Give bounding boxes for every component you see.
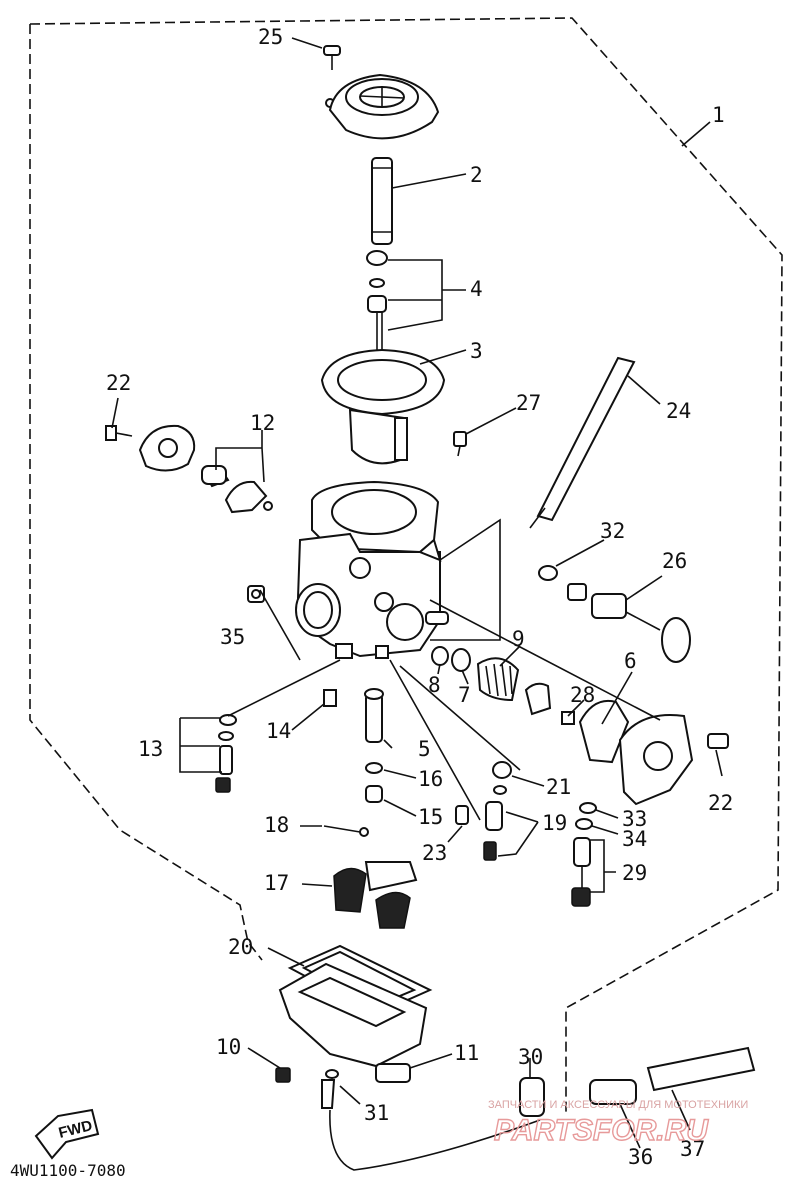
- carburetor-body: [295, 480, 449, 659]
- part-28-screw: [524, 682, 575, 725]
- label-part-36: 36: [628, 1145, 653, 1169]
- part-2-spring: [371, 157, 393, 245]
- float-bowl: [278, 962, 428, 1068]
- part-number-labels: 1 2 3 4 5 6 7 8 9 10 11 12 13 14 15 16 1…: [106, 25, 733, 1169]
- label-part-11: 11: [454, 1041, 479, 1065]
- part-15-nut: [365, 785, 383, 803]
- part-30-hose-fitting: [519, 1077, 545, 1117]
- part-22-screw-left: [105, 425, 133, 441]
- label-part-4: 4: [470, 277, 483, 301]
- part-22-screw-right: [707, 733, 729, 749]
- part-8-washer: [431, 646, 449, 666]
- label-part-5: 5: [418, 737, 431, 761]
- part-6-gasket: [578, 700, 630, 764]
- label-part-34: 34: [622, 827, 647, 851]
- label-part-30: 30: [518, 1045, 543, 1069]
- fwd-arrow: FWD: [34, 1108, 100, 1160]
- part-26-screw: [567, 583, 691, 663]
- part-13-group: [215, 714, 237, 793]
- label-part-37: 37: [680, 1137, 705, 1161]
- label-part-20: 20: [228, 935, 253, 959]
- part-37-hose: [646, 1046, 756, 1092]
- label-part-21: 21: [546, 775, 571, 799]
- label-part-29: 29: [622, 861, 647, 885]
- drawing-code: 4WU1100-7080: [10, 1161, 126, 1180]
- label-part-27: 27: [516, 391, 541, 415]
- part-9-spring: [476, 657, 520, 702]
- label-part-12: 12: [250, 411, 275, 435]
- label-part-28: 28: [570, 683, 595, 707]
- label-part-23: 23: [422, 841, 447, 865]
- part-34-washer: [575, 818, 593, 830]
- watermark-tagline: ЗАПЧАСТИ И АКСЕССУАРЫ ДЛЯ МОТОТЕХНИКИ: [488, 1099, 748, 1111]
- label-part-24: 24: [666, 399, 691, 423]
- label-part-7: 7: [458, 683, 471, 707]
- top-cover: [328, 73, 440, 140]
- drain-hose: [329, 1109, 541, 1171]
- part-31-clip: [321, 1069, 339, 1109]
- label-part-17: 17: [264, 871, 289, 895]
- label-part-33: 33: [622, 807, 647, 831]
- part-10-screw: [275, 1067, 291, 1083]
- part-17-float: [333, 861, 418, 929]
- label-part-13: 13: [138, 737, 163, 761]
- part-5-jet: [364, 688, 384, 743]
- part-29-screw: [571, 837, 591, 907]
- label-part-10: 10: [216, 1035, 241, 1059]
- side-cover: [618, 714, 694, 806]
- part-16-washer: [365, 762, 383, 774]
- part-27-fitting: [453, 431, 467, 457]
- part-32-oring: [538, 565, 558, 581]
- label-part-22-right: 22: [708, 791, 733, 815]
- label-part-18: 18: [264, 813, 289, 837]
- label-part-26: 26: [662, 549, 687, 573]
- leader-lines: [111, 37, 723, 1149]
- part-33-oring: [579, 802, 597, 814]
- watermark-brand: PARTSFOR.RU: [494, 1114, 709, 1147]
- label-part-16: 16: [418, 767, 443, 791]
- part-23-jet: [455, 805, 469, 825]
- label-part-19: 19: [542, 811, 567, 835]
- part-11-screw: [375, 1063, 411, 1083]
- part-36-hose-fitting: [589, 1079, 637, 1105]
- label-part-35: 35: [220, 625, 245, 649]
- label-part-25: 25: [258, 25, 283, 49]
- part-3-diaphragm: [320, 348, 446, 465]
- label-part-8: 8: [428, 673, 441, 697]
- label-part-14: 14: [266, 719, 291, 743]
- label-part-6: 6: [624, 649, 637, 673]
- part-12-cover-left: [138, 424, 273, 514]
- part-18-pin: [323, 825, 369, 837]
- label-part-2: 2: [470, 163, 483, 187]
- label-part-9: 9: [512, 627, 525, 651]
- label-part-15: 15: [418, 805, 443, 829]
- label-part-22-left: 22: [106, 371, 131, 395]
- part-14-screw: [323, 689, 337, 707]
- label-part-32: 32: [600, 519, 625, 543]
- assembly-boundary: [29, 17, 783, 1115]
- part-21-cap: [492, 761, 512, 779]
- label-part-3: 3: [470, 339, 483, 363]
- part-19-set: [483, 785, 507, 861]
- label-part-31: 31: [364, 1101, 389, 1125]
- label-part-1: 1: [712, 103, 725, 127]
- part-7-seal: [451, 648, 471, 672]
- part-24-rod: [529, 356, 636, 529]
